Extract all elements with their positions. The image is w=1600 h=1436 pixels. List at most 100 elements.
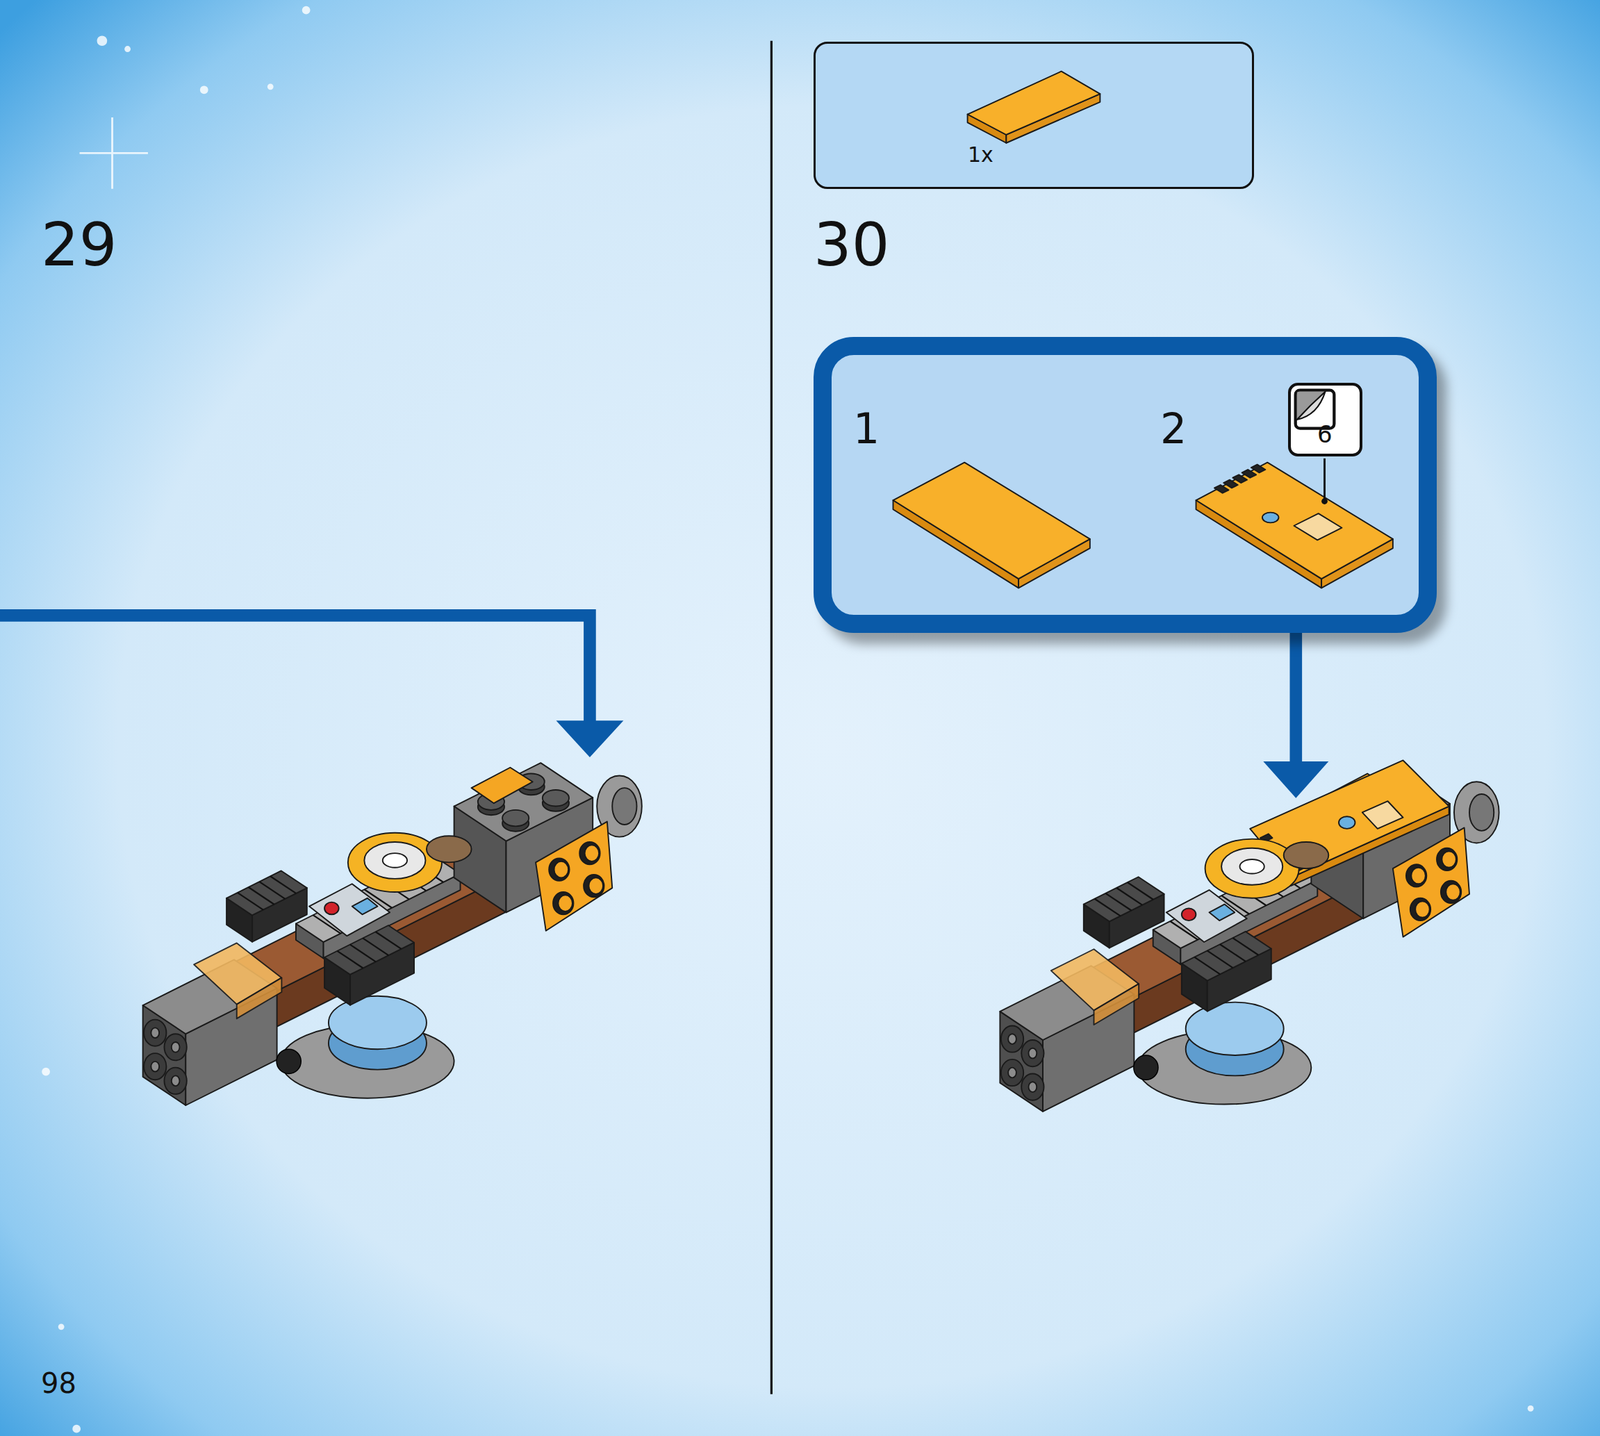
- display-tile: [309, 883, 390, 936]
- plate-stud: [1406, 864, 1427, 887]
- grey-hinge-end: [612, 787, 637, 825]
- part-count: 1x: [967, 144, 994, 166]
- grille-line: [1232, 937, 1259, 956]
- display-icon: [352, 898, 378, 915]
- black-pin: [276, 1049, 301, 1074]
- plate-stud: [553, 892, 574, 915]
- top-stud: [502, 810, 529, 827]
- attach-arrow: [0, 615, 590, 727]
- substep-number: 1: [853, 407, 880, 450]
- grille-line: [350, 944, 376, 963]
- end-stud: [163, 1067, 187, 1095]
- sparkle: [124, 45, 131, 53]
- plate-stud: [1410, 898, 1431, 921]
- grille-line: [1194, 957, 1220, 975]
- arrow-head: [1263, 761, 1329, 799]
- plate-stud: [588, 877, 604, 895]
- warning-stripe: [1242, 469, 1257, 478]
- step-number: 30: [813, 214, 890, 275]
- sparkle: [200, 85, 209, 94]
- sparkle: [97, 35, 108, 46]
- parts-callout: 1x: [813, 41, 1255, 189]
- grille-line: [270, 876, 296, 894]
- plate-stud: [1411, 867, 1426, 885]
- sticker-dot: [1262, 512, 1279, 524]
- disc-center: [1221, 848, 1283, 886]
- brown-round-tile: [426, 835, 472, 863]
- plate-stud: [1415, 901, 1430, 918]
- blue-cylinder: [328, 996, 427, 1050]
- part-illustration: [813, 41, 1255, 189]
- sparkle: [267, 83, 274, 90]
- end-stud: [163, 1033, 187, 1061]
- part-illustration: [813, 336, 1437, 633]
- warning-stripe: [1251, 464, 1266, 474]
- plate-stud: [557, 894, 573, 912]
- end-stud: [1001, 1025, 1024, 1052]
- sparkle: [1527, 1405, 1534, 1412]
- disc-center: [1240, 859, 1265, 874]
- substep-box: 6 1 2: [813, 336, 1437, 633]
- orange-side-plate: [535, 821, 613, 931]
- grille-line: [375, 931, 402, 950]
- sparkle: [41, 1067, 51, 1077]
- sticker-icon: [1297, 391, 1326, 420]
- disc-center: [382, 853, 408, 868]
- substep-number: 2: [1160, 407, 1187, 450]
- black-pin: [1133, 1055, 1159, 1080]
- black-slope: [1181, 931, 1272, 981]
- grille-line: [1127, 882, 1154, 900]
- decorated-tile: [1196, 462, 1393, 579]
- orange-tile: [893, 462, 1091, 579]
- plate-stud: [584, 844, 600, 862]
- stud-axle: [1008, 1067, 1017, 1079]
- plate-stud: [1440, 880, 1462, 904]
- end-stud: [143, 1053, 167, 1080]
- stud-axle: [171, 1075, 180, 1086]
- grille-line: [1219, 944, 1246, 962]
- yellow-disc: [348, 833, 442, 893]
- leader-line: [1323, 458, 1326, 501]
- sticker-logo: [1362, 801, 1404, 829]
- attach-arrow: [1290, 630, 1303, 766]
- leader-dot: [1321, 498, 1328, 505]
- display-icon: [1181, 908, 1197, 921]
- end-stud: [1001, 1059, 1024, 1086]
- sticker-number: 6: [1317, 422, 1333, 447]
- model-assembly: [999, 760, 1499, 1111]
- sticker-logo: [1293, 513, 1342, 540]
- model-assembly: [143, 762, 642, 1106]
- display-icon: [1208, 904, 1235, 922]
- blue-cylinder: [1185, 1002, 1284, 1056]
- orange-side-plate: [1392, 827, 1470, 937]
- plate-stud: [579, 842, 600, 865]
- plate-stud: [1445, 883, 1461, 901]
- stud-axle: [1008, 1033, 1017, 1045]
- page-number: 98: [40, 1369, 77, 1398]
- grey-stud-block: [454, 762, 594, 841]
- plate-stud: [548, 858, 569, 881]
- step-divider: [770, 40, 773, 1395]
- display-tile: [1166, 889, 1248, 943]
- trans-orange-slope: [236, 977, 283, 1019]
- warning-stripe: [1223, 480, 1239, 489]
- plate-stud: [1436, 848, 1457, 871]
- end-stud: [143, 1019, 167, 1047]
- stud-axle: [150, 1027, 160, 1038]
- sparkle: [72, 1424, 81, 1434]
- stud-axle: [1028, 1048, 1038, 1059]
- top-stud: [542, 789, 569, 807]
- arrow-head: [555, 720, 624, 758]
- grille-line: [362, 937, 389, 956]
- black-slope: [226, 870, 308, 915]
- warning-stripe: [1232, 474, 1248, 483]
- end-stud: [1021, 1073, 1044, 1100]
- black-slope: [1083, 876, 1165, 922]
- stud-axle: [171, 1042, 180, 1053]
- yellow-disc: [1205, 839, 1300, 899]
- sticker-icon: [1297, 391, 1326, 420]
- sparkle: [58, 1323, 65, 1330]
- grey-hinge-end: [1469, 794, 1494, 831]
